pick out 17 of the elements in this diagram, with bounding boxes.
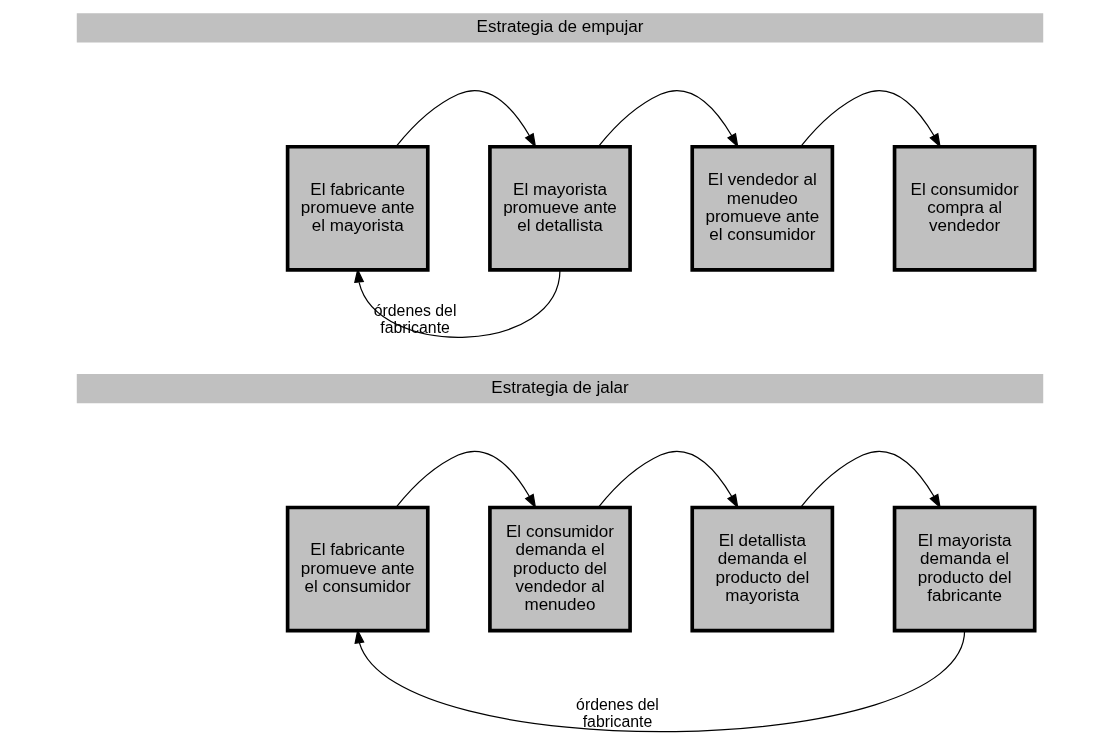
node-box: El mayorista demanda el producto del fabricante	[892, 505, 1037, 632]
arrow	[395, 450, 537, 509]
node-box: El consumidor compra al vendedor	[892, 144, 1037, 272]
arrow	[598, 450, 739, 509]
node-box: El mayorista promueve ante el detallista	[488, 144, 632, 272]
node-box: El detallista demanda el producto del mayorista	[690, 505, 835, 632]
node-box: Estrategia de empujar	[76, 12, 1044, 42]
arrow	[598, 89, 739, 148]
node-box: El fabricante promueve ante el consumidor	[285, 505, 430, 632]
edge-label: órdenes del fabricante	[576, 695, 659, 730]
node-box: El vendedor al menudeo promueve ante el consumidor	[690, 144, 835, 272]
arrow	[800, 450, 941, 509]
arrow	[395, 89, 537, 148]
node-box: El consumidor demanda el producto del vendedor al menudeo	[488, 505, 632, 632]
node-box: Estrategia de jalar	[76, 373, 1044, 403]
arrow	[800, 89, 941, 148]
node-box: El fabricante promueve ante el mayorista	[285, 144, 430, 272]
